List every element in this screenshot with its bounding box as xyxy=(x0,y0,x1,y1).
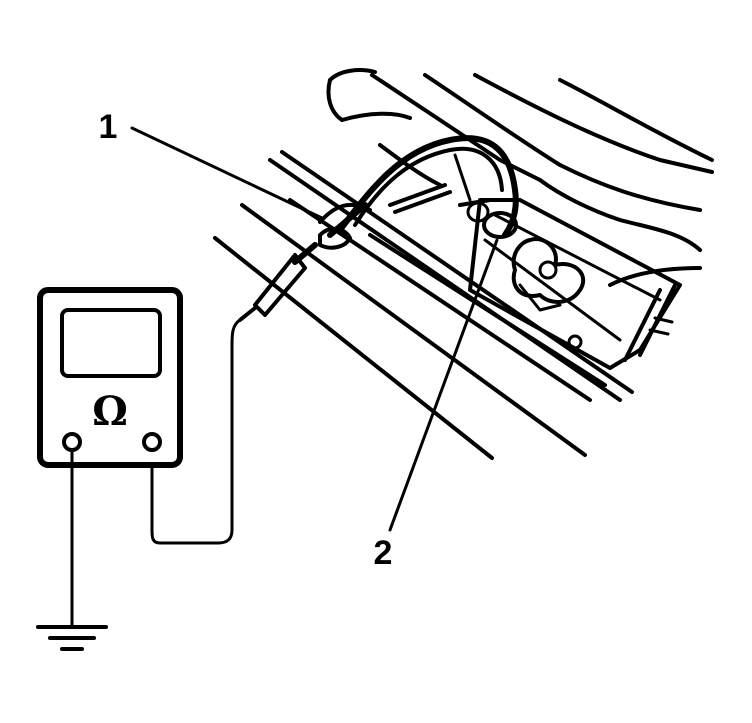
callout-2-leader xyxy=(388,238,499,532)
callout-1-leader xyxy=(130,126,324,220)
module-housing xyxy=(468,198,682,370)
ohm-symbol: Ω xyxy=(92,388,128,435)
test-probe xyxy=(238,226,352,322)
callout-1-label: 1 xyxy=(99,108,118,146)
trim-rails xyxy=(213,150,634,460)
meter-jack-right xyxy=(142,432,162,452)
meter-display xyxy=(60,308,162,378)
wiring-harness xyxy=(318,135,519,238)
ohmmeter: Ω xyxy=(37,287,183,468)
connector-component xyxy=(458,198,518,239)
callout-2-label: 2 xyxy=(374,534,393,572)
vehicle-body-lines xyxy=(326,68,714,287)
meter-jack-left xyxy=(62,432,82,452)
ground-symbol xyxy=(36,448,108,651)
test-lead xyxy=(150,318,242,545)
